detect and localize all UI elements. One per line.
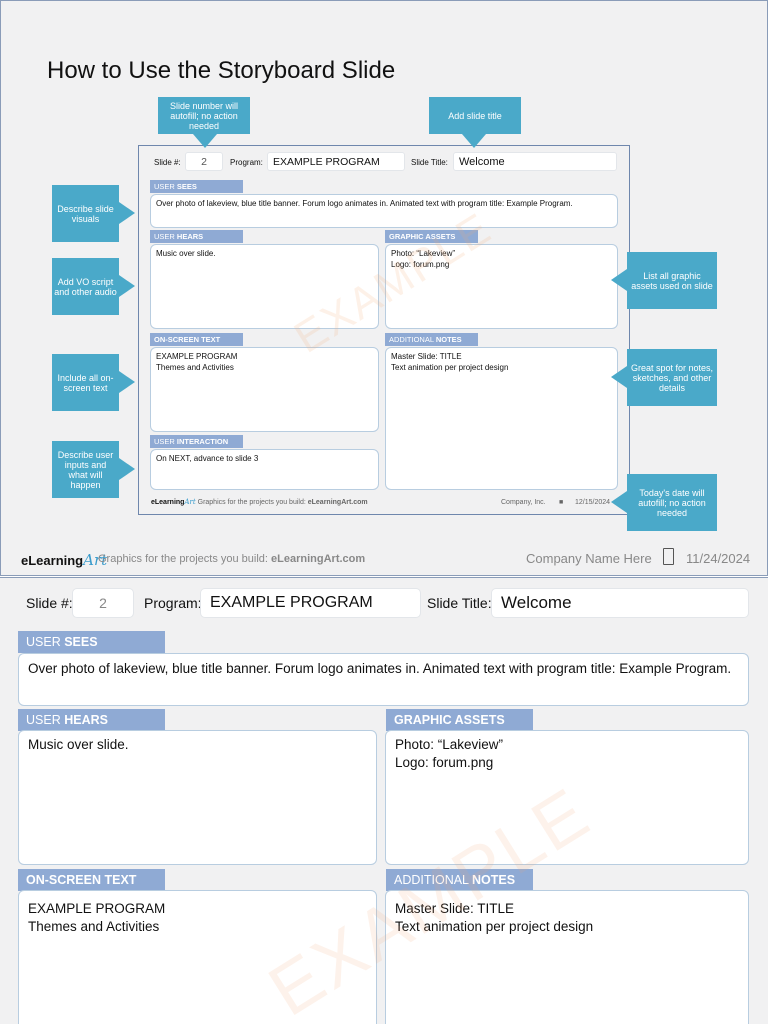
guide-title: How to Use the Storyboard Slide: [47, 57, 396, 84]
program-label: Program:: [144, 595, 202, 611]
callout-arrow-right-icon: [119, 458, 135, 480]
additional-notes-header: ADDITIONAL NOTES: [386, 869, 533, 891]
callout-arrow-right-icon: [119, 202, 135, 224]
mini-interaction-header: USER INTERACTION: [150, 435, 243, 448]
mini-onscreen-header: ON-SCREEN TEXT: [150, 333, 243, 346]
slide-title-label: Slide Title:: [427, 595, 492, 611]
storyboard-slide: Slide #: 2 Program: EXAMPLE PROGRAM Slid…: [0, 577, 768, 1024]
callout-audio: Add VO script and other audio: [52, 258, 119, 315]
mini-title-label: Slide Title:: [411, 158, 448, 167]
callout-assets: List all graphic assets used on slide: [627, 252, 717, 309]
slide-number-field: 2: [72, 588, 134, 618]
callout-arrow-down-icon: [193, 134, 217, 148]
callout-arrow-left-icon: [611, 366, 627, 388]
mini-hears-box: Music over slide.: [150, 244, 379, 329]
callout-arrow-right-icon: [119, 371, 135, 393]
mini-storyboard: Slide #: 2 Program: EXAMPLE PROGRAM Slid…: [138, 145, 630, 515]
callout-arrow-right-icon: [119, 275, 135, 297]
mini-hears-header: USER HEARS: [150, 230, 243, 243]
callout-onscreen: Include all on-screen text: [52, 354, 119, 411]
page-icon: [663, 548, 674, 565]
user-hears-header: USER HEARS: [18, 709, 165, 731]
callout-arrow-left-icon: [611, 269, 627, 291]
user-sees-box[interactable]: Over photo of lakeview, blue title banne…: [18, 653, 749, 706]
mini-assets-header: GRAPHIC ASSETS: [385, 230, 478, 243]
guide-slide: How to Use the Storyboard Slide Slide #:…: [0, 0, 768, 576]
program-field[interactable]: EXAMPLE PROGRAM: [200, 588, 421, 618]
mini-footer-date: 12/15/2024: [575, 499, 611, 506]
footer-date: 11/24/2024: [686, 551, 751, 566]
mini-sees-header: USER SEES: [150, 180, 243, 193]
mini-footer-square-icon: ■: [559, 499, 564, 506]
mini-program-label: Program:: [230, 158, 263, 167]
callout-notes: Great spot for notes, sketches, and othe…: [627, 349, 717, 406]
elearningart-logo: eLearningArt: [21, 551, 108, 569]
onscreen-text-header: ON-SCREEN TEXT: [18, 869, 165, 891]
mini-interaction-box: On NEXT, advance to slide 3: [150, 449, 379, 490]
user-hears-box[interactable]: Music over slide.: [18, 730, 377, 865]
graphic-assets-header: GRAPHIC ASSETS: [386, 709, 533, 731]
mini-notes-header: ADDITIONAL NOTES: [385, 333, 478, 346]
mini-slide-number: 2: [185, 152, 223, 171]
mini-sees-box: Over photo of lakeview, blue title banne…: [150, 194, 618, 228]
mini-title-field: Welcome: [453, 152, 617, 171]
callout-date: Today's date will autofill; no action ne…: [627, 474, 717, 531]
callout-arrow-left-icon: [611, 491, 627, 513]
mini-slide-label: Slide #:: [154, 158, 181, 167]
mini-footer-company: Company, Inc.: [501, 499, 546, 506]
callout-arrow-down-icon: [462, 134, 486, 148]
slide-title-field[interactable]: Welcome: [491, 588, 749, 618]
callout-slide-number: Slide number will autofill; no action ne…: [158, 97, 250, 134]
callout-slide-title: Add slide title: [429, 97, 521, 134]
footer-company: Company Name Here: [526, 551, 652, 566]
callout-visuals: Describe slide visuals: [52, 185, 119, 242]
user-sees-header: USER SEES: [18, 631, 165, 653]
footer-tagline: Graphics for the projects you build: eLe…: [98, 553, 366, 565]
callout-interaction: Describe user inputs and what will happe…: [52, 441, 119, 498]
mini-program-field: EXAMPLE PROGRAM: [267, 152, 405, 171]
graphic-assets-box[interactable]: Photo: “Lakeview”Logo: forum.png: [385, 730, 749, 865]
slide-number-label: Slide #:: [26, 595, 73, 611]
mini-footer-logo: eLearningArt Graphics for the projects y…: [151, 498, 368, 506]
